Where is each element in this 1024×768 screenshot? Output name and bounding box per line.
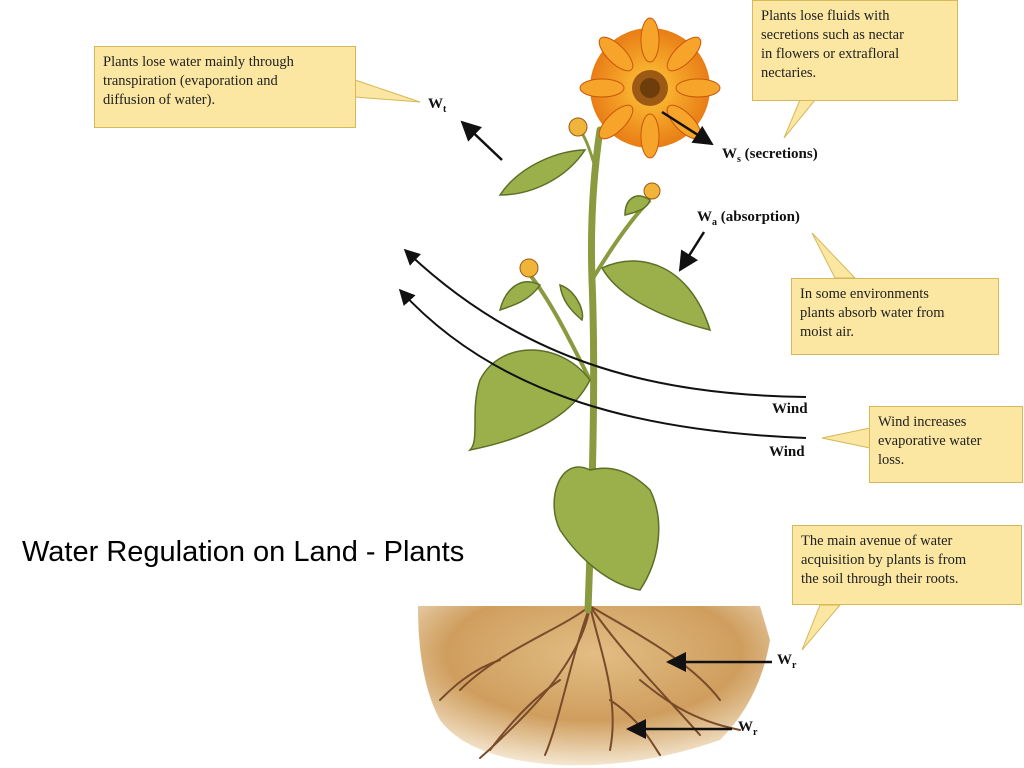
wr2-label-sub: r: [753, 727, 758, 738]
wind-callout: Wind increases evaporative water loss.: [869, 406, 1023, 483]
ws-arrow: [661, 110, 714, 146]
transpiration-callout: Plants lose water mainly through transpi…: [94, 46, 356, 128]
wa-label-text: (absorption): [717, 209, 800, 225]
ws-label-sub: s: [737, 154, 741, 165]
wind-label-1: Wind: [772, 401, 808, 417]
wa-label-main: W: [697, 209, 712, 225]
slide-title: Water Regulation on Land - Plants: [22, 536, 465, 568]
leaves: [467, 149, 712, 591]
ws-label: Ws (secretions): [722, 146, 818, 165]
wr2-label-main: W: [738, 719, 753, 735]
wa-arrow: [678, 231, 706, 272]
sunflower: [579, 17, 721, 159]
callout-pointers: [354, 79, 871, 651]
roots-callout: The main avenue of water acquisition by …: [792, 525, 1022, 605]
wind-arrow-1: [403, 248, 807, 398]
wt-arrow: [460, 120, 503, 161]
wt-label: Wt: [428, 96, 446, 115]
wr1-label-main: W: [777, 652, 792, 668]
wind-arrow-2: [398, 288, 807, 439]
soil: [418, 606, 770, 766]
wt-label-sub: t: [443, 104, 447, 115]
secretions-callout: Plants lose fluids with secretions such …: [752, 0, 958, 101]
flower-buds: [519, 117, 661, 278]
ws-label-text: (secretions): [740, 146, 818, 162]
wind-label-2: Wind: [769, 444, 805, 460]
wa-label: Wa (absorption): [697, 209, 800, 228]
absorption-callout: In some environments plants absorb water…: [791, 278, 999, 355]
wt-label-main: W: [428, 96, 443, 112]
wa-label-sub: a: [712, 217, 717, 228]
wr-label-1: Wr: [777, 652, 796, 671]
wr-label-2: Wr: [738, 719, 757, 738]
ws-label-main: W: [722, 146, 737, 162]
wr1-label-sub: r: [792, 660, 797, 671]
